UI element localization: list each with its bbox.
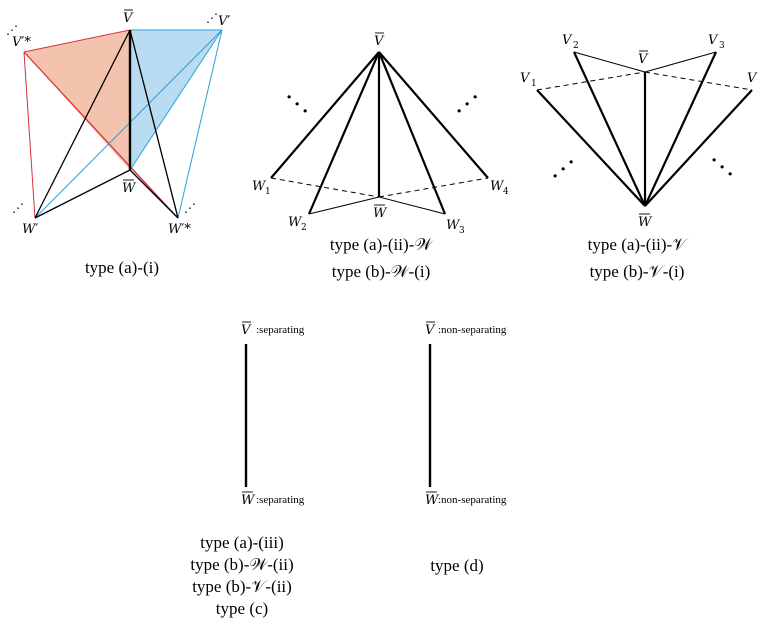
label-w2-sub: 2 — [301, 223, 307, 233]
label-w3: W — [446, 218, 461, 233]
label-v-bar: V — [374, 34, 385, 49]
dots-left: · — [568, 152, 574, 173]
label-separating-bottom: :separating — [256, 494, 305, 506]
caption-type-b-v-i: type (b)-𝒱-(i) — [590, 262, 685, 281]
label-w4-sub: 4 — [503, 187, 509, 197]
dots-left: · — [560, 159, 566, 180]
label-w3-sub: 3 — [459, 226, 465, 236]
top-edges — [573, 51, 717, 73]
dots-left: · — [302, 101, 308, 122]
blue-edges — [34, 29, 223, 219]
caption-type-a-i: type (a)-(i) — [85, 258, 159, 277]
label-separating-top: :separating — [256, 324, 305, 336]
dots-left: · — [294, 94, 300, 115]
figure-type-a-ii-w: · · · · · · V W W 1 W 2 W 3 W 4 type (a)… — [252, 32, 509, 281]
solid-edges — [536, 51, 753, 207]
label-v3-sub: 3 — [719, 41, 725, 51]
dots-right: · — [711, 150, 717, 171]
label-w-prime-star: W′* — [168, 222, 191, 237]
caption-type-b-w-ii: type (b)-𝒲-(ii) — [190, 555, 293, 574]
label-v-prime-star: V′* — [12, 35, 31, 50]
caption-type-a-iii: type (a)-(iii) — [200, 533, 284, 552]
label-w1-sub: 1 — [265, 187, 271, 197]
label-non-separating-top: :non-separating — [438, 324, 507, 336]
label-v1: V — [520, 71, 531, 86]
dots-left: · — [552, 166, 558, 187]
label-v4: V — [747, 71, 758, 86]
label-w-bar: W — [373, 206, 388, 221]
caption-type-b-w-i: type (b)-𝒲-(i) — [332, 262, 431, 281]
figure-type-a-i: V V′ ⋰ V′* ⋰ W W′ ⋰ W′* ⋰ type (a)-(i) — [6, 9, 230, 277]
figure-non-separating: V :non-separating W :non-separating type… — [425, 321, 507, 575]
label-w-bar: W — [122, 181, 137, 196]
dots-left: · — [286, 87, 292, 108]
figure-type-a-ii-v: · · · · · · V W V 1 V 2 V 3 V type (a)-(… — [520, 33, 758, 281]
label-w4: W — [490, 179, 505, 194]
label-v1-sub: 1 — [531, 79, 537, 89]
label-v-bar: V — [241, 323, 252, 338]
label-w-bar: W — [638, 215, 653, 230]
base-edges — [308, 196, 446, 215]
label-v3: V — [708, 33, 719, 48]
dots-right: · — [456, 101, 462, 122]
red-shaded-face — [24, 30, 130, 170]
dots-right: · — [719, 157, 725, 178]
label-non-separating-bottom: :non-separating — [438, 494, 507, 506]
dots-right: · — [464, 94, 470, 115]
label-v-bar: V — [638, 52, 649, 67]
red-edges — [23, 29, 179, 219]
label-w-prime: W′ — [22, 222, 38, 237]
label-v-bar: V — [425, 323, 436, 338]
dots-right: · — [727, 164, 733, 185]
label-w2: W — [288, 215, 303, 230]
label-v-prime: V′ — [218, 14, 230, 29]
dashed-edges — [536, 71, 753, 91]
dots-w-prime-star: ⋰ — [184, 201, 196, 215]
label-w-bar: W — [425, 493, 440, 508]
dots-right: · — [472, 87, 478, 108]
caption-type-d: type (d) — [430, 556, 483, 575]
label-w-bar: W — [241, 493, 256, 508]
label-v2-sub: 2 — [573, 41, 579, 51]
black-edges — [34, 29, 179, 219]
label-v2: V — [562, 33, 573, 48]
label-w1: W — [252, 179, 267, 194]
solid-edges — [270, 51, 489, 215]
dots-v-prime-star: ⋰ — [6, 23, 18, 37]
figure-separating: V :separating W :separating type (a)-(ii… — [190, 321, 305, 618]
caption-type-b-v-ii: type (b)-𝒱-(ii) — [192, 577, 292, 596]
caption-type-c: type (c) — [216, 599, 268, 618]
label-v-bar: V — [123, 11, 134, 26]
dots-w-prime: ⋰ — [12, 201, 24, 215]
dots-v-prime: ⋰ — [206, 11, 218, 25]
caption-type-a-ii-w: type (a)-(ii)-𝒲 — [330, 235, 434, 254]
dashed-edges — [270, 177, 489, 198]
caption-type-a-ii-v: type (a)-(ii)-𝒱 — [588, 235, 689, 254]
